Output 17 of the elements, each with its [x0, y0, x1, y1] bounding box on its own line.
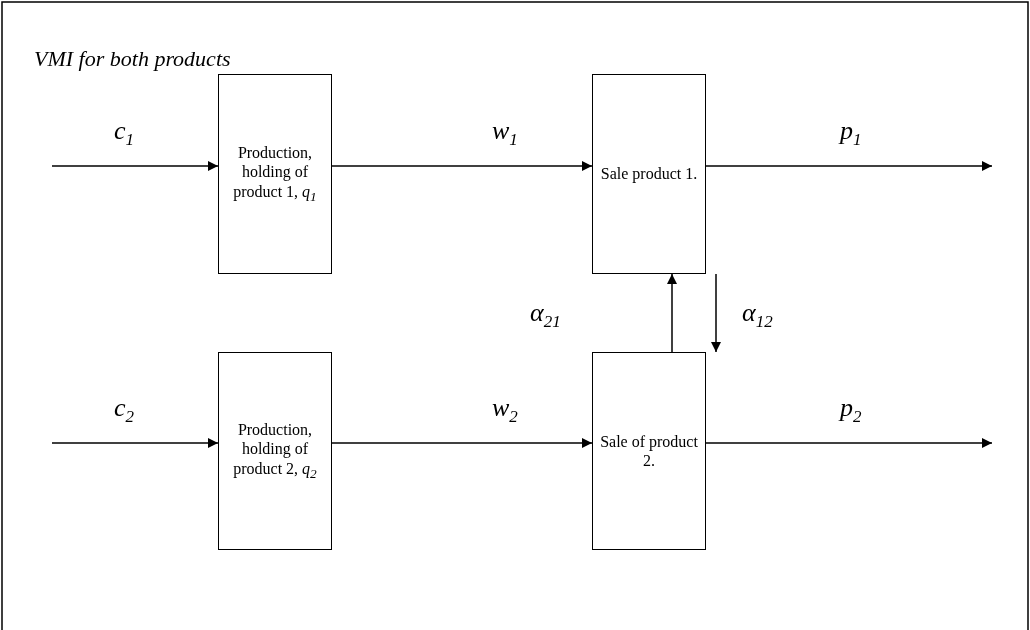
arrow	[51, 161, 219, 171]
arrow	[331, 438, 593, 448]
arrow	[331, 161, 593, 171]
box-text: Sale product 1.	[599, 164, 699, 185]
box-text: Production, holding of product 1, q$_{1}$	[232, 143, 318, 206]
diagram-title: VMI for both products	[34, 46, 231, 72]
process-box	[218, 352, 332, 550]
process-box	[592, 74, 706, 274]
arrow	[667, 273, 677, 353]
process-box	[218, 74, 332, 274]
process-box	[592, 352, 706, 550]
arrow	[711, 273, 721, 353]
arrow	[705, 438, 993, 448]
box-text: Sale of product 2.	[599, 431, 699, 471]
box-text: Production, holding of product 2, q$_{2}$	[232, 420, 318, 483]
arrow	[51, 438, 219, 448]
arrow	[705, 161, 993, 171]
